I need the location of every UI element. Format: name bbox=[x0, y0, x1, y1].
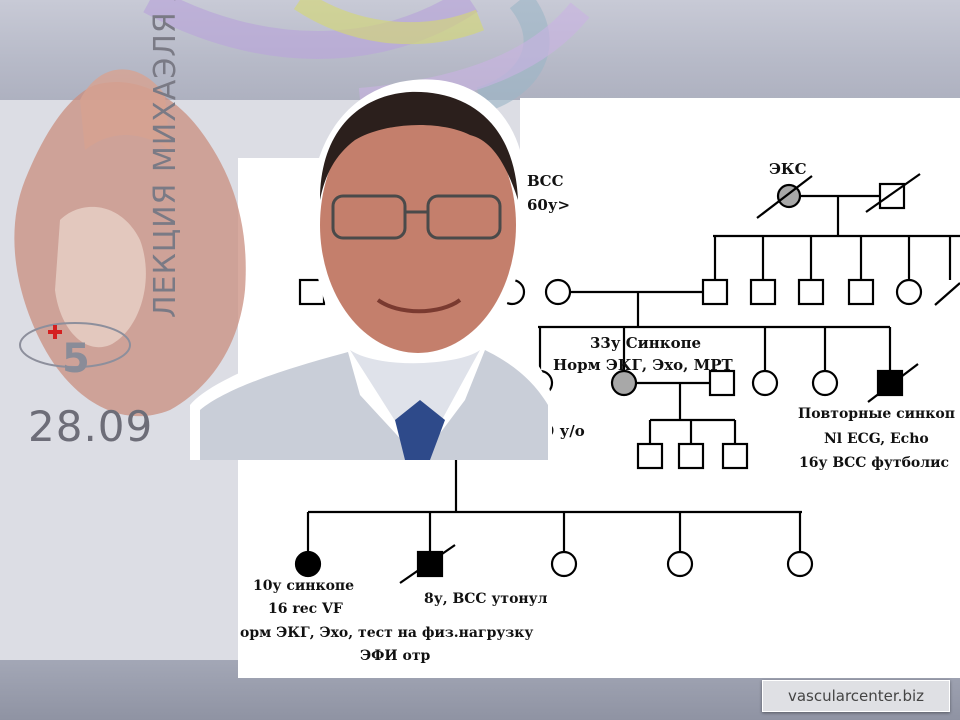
person-square bbox=[721, 442, 749, 470]
site-badge[interactable]: vascularcenter.biz bbox=[762, 680, 950, 712]
label-child2: 8у, ВСС утонул bbox=[424, 591, 548, 607]
lecture-date: 28.09 bbox=[28, 402, 154, 451]
deceased-slash bbox=[399, 544, 456, 584]
label-top-right: ЭКС bbox=[769, 160, 807, 178]
affected-female-circle bbox=[294, 550, 322, 578]
person-circle bbox=[786, 550, 814, 578]
label-right-1: Повторные синкоп bbox=[798, 406, 955, 422]
label-top-left-2: 60у> bbox=[527, 196, 570, 214]
person-square bbox=[797, 278, 825, 306]
heart-logo-image: 5 bbox=[14, 69, 246, 417]
person-square bbox=[701, 278, 729, 306]
pedigree-chart-top bbox=[520, 98, 960, 160]
person-circle bbox=[811, 369, 839, 397]
label-left-age: 9 у/о bbox=[544, 422, 585, 440]
label-top-left-1: ВСС bbox=[527, 172, 564, 190]
label-child1-2: 16 rec VF bbox=[268, 601, 343, 617]
label-child1-3: орм ЭКГ, Эхо, тест на физ.нагрузку bbox=[240, 625, 533, 641]
label-proband-1: 33у Синкопе bbox=[590, 334, 701, 352]
label-child1-1: 10у синкопе bbox=[253, 578, 354, 594]
person-circle bbox=[751, 369, 779, 397]
deceased-slash bbox=[934, 282, 960, 306]
person-square bbox=[708, 369, 736, 397]
person-square bbox=[749, 278, 777, 306]
label-right-2: Nl ECG, Echo bbox=[824, 431, 929, 447]
label-child1-4: ЭФИ отр bbox=[360, 648, 431, 664]
label-right-3: 16у ВСС футболис bbox=[799, 455, 949, 471]
person-circle bbox=[550, 550, 578, 578]
person-square bbox=[677, 442, 705, 470]
svg-text:5: 5 bbox=[62, 336, 90, 382]
person-square bbox=[847, 278, 875, 306]
label-proband-2: Норм ЭКГ, Эхо, МРТ bbox=[553, 356, 734, 374]
deceased-slash bbox=[867, 363, 919, 403]
deceased-slash bbox=[756, 175, 813, 219]
person-square bbox=[636, 442, 664, 470]
deceased-slash bbox=[865, 173, 921, 213]
person-circle bbox=[666, 550, 694, 578]
person-circle bbox=[895, 278, 923, 306]
